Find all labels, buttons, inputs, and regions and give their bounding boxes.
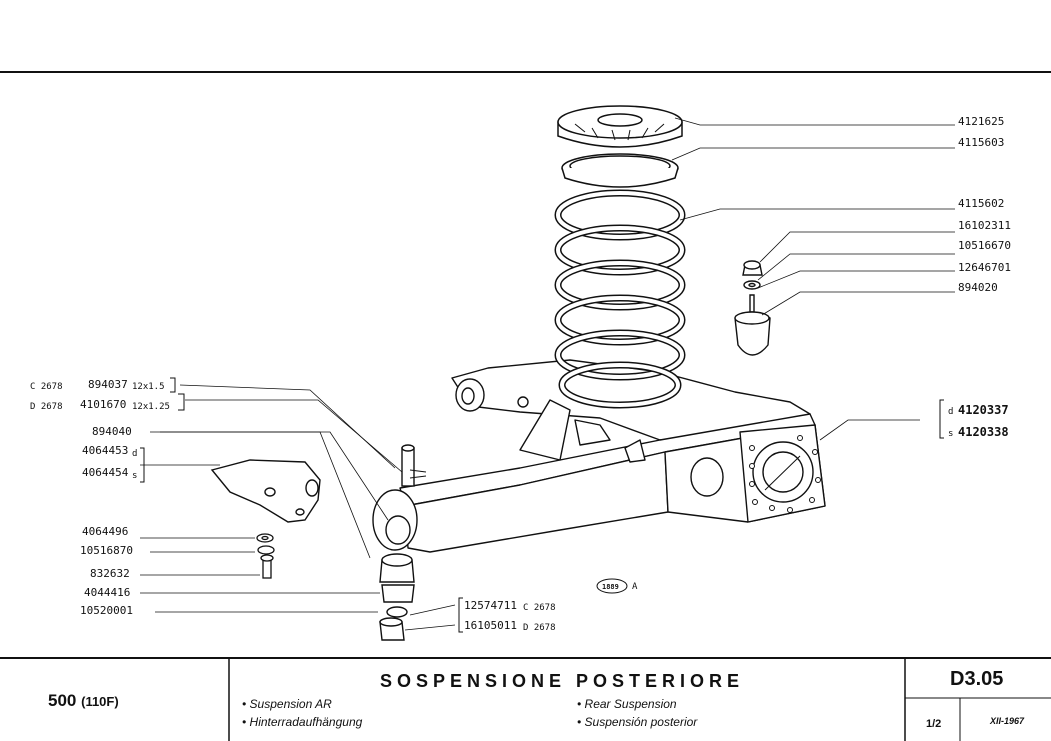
subtitle-fr: • Suspension AR [242, 697, 332, 711]
label-thread-12x125: 12x1.25 [132, 402, 170, 412]
label-10516670: 10516670 [958, 239, 1011, 252]
label-4101670: 4101670 [80, 398, 127, 411]
pivot-bolt-assembly [379, 444, 427, 641]
mounting-bracket [210, 459, 321, 523]
bump-stop-assembly [734, 260, 771, 356]
label-side-s: s [132, 471, 138, 481]
model-code: (110F) [81, 694, 119, 709]
model-name: 500 [48, 691, 77, 710]
label-4064454: 4064454 [82, 466, 129, 479]
label-side-d: d [132, 449, 138, 459]
hardware-small [256, 533, 275, 579]
sheet-code: D3.05 [950, 668, 1004, 690]
coil-spring [554, 189, 686, 409]
trailing-arm [372, 359, 826, 553]
issue-date: XII-1967 [990, 716, 1025, 726]
label-12646701: 12646701 [958, 261, 1011, 274]
label-16102311: 16102311 [958, 219, 1011, 232]
label-thread-12x15: 12x1.5 [132, 382, 165, 392]
label-side-s-right: s [948, 429, 954, 439]
subtitle-es: • Suspensión posterior [577, 715, 698, 729]
label-d2678-b: D 2678 [523, 623, 556, 633]
label-894040: 894040 [92, 425, 132, 438]
label-4115603: 4115603 [958, 136, 1005, 149]
label-4064453: 4064453 [82, 444, 129, 457]
footer-frame [0, 657, 1051, 741]
label-side-d-right: d [948, 407, 954, 417]
page-number: 1/2 [926, 718, 942, 730]
label-4044416: 4044416 [84, 586, 131, 599]
label-894020: 894020 [958, 281, 998, 294]
label-c2678-a: C 2678 [30, 382, 63, 392]
spring-insulator [557, 105, 683, 148]
model-number: 500 (110F) [48, 691, 119, 711]
label-4120337: 4120337 [958, 403, 1009, 417]
subtitle-de: • Hinterradaufhängung [242, 715, 363, 729]
label-12574711: 12574711 [464, 599, 517, 612]
label-d2678-a: D 2678 [30, 402, 63, 412]
label-c2678-b: C 2678 [523, 603, 556, 613]
label-16105011: 16105011 [464, 619, 517, 632]
stamp-letter: A [632, 582, 638, 592]
leader-lines [140, 117, 955, 631]
label-4115602: 4115602 [958, 197, 1005, 210]
label-10520001: 10520001 [80, 604, 133, 617]
subtitle-en: • Rear Suspension [577, 697, 677, 711]
spring-seat-ring [561, 153, 679, 188]
label-4064496: 4064496 [82, 525, 129, 538]
stamp-number: 1889 [602, 583, 619, 591]
label-894037: 894037 [88, 378, 128, 391]
label-4120338: 4120338 [958, 425, 1009, 439]
label-4121625: 4121625 [958, 115, 1005, 128]
stamp-oval [596, 578, 628, 594]
label-832632: 832632 [90, 567, 130, 580]
page-title: SOSPENSIONE POSTERIORE [380, 671, 745, 691]
label-10516870: 10516870 [80, 544, 133, 557]
